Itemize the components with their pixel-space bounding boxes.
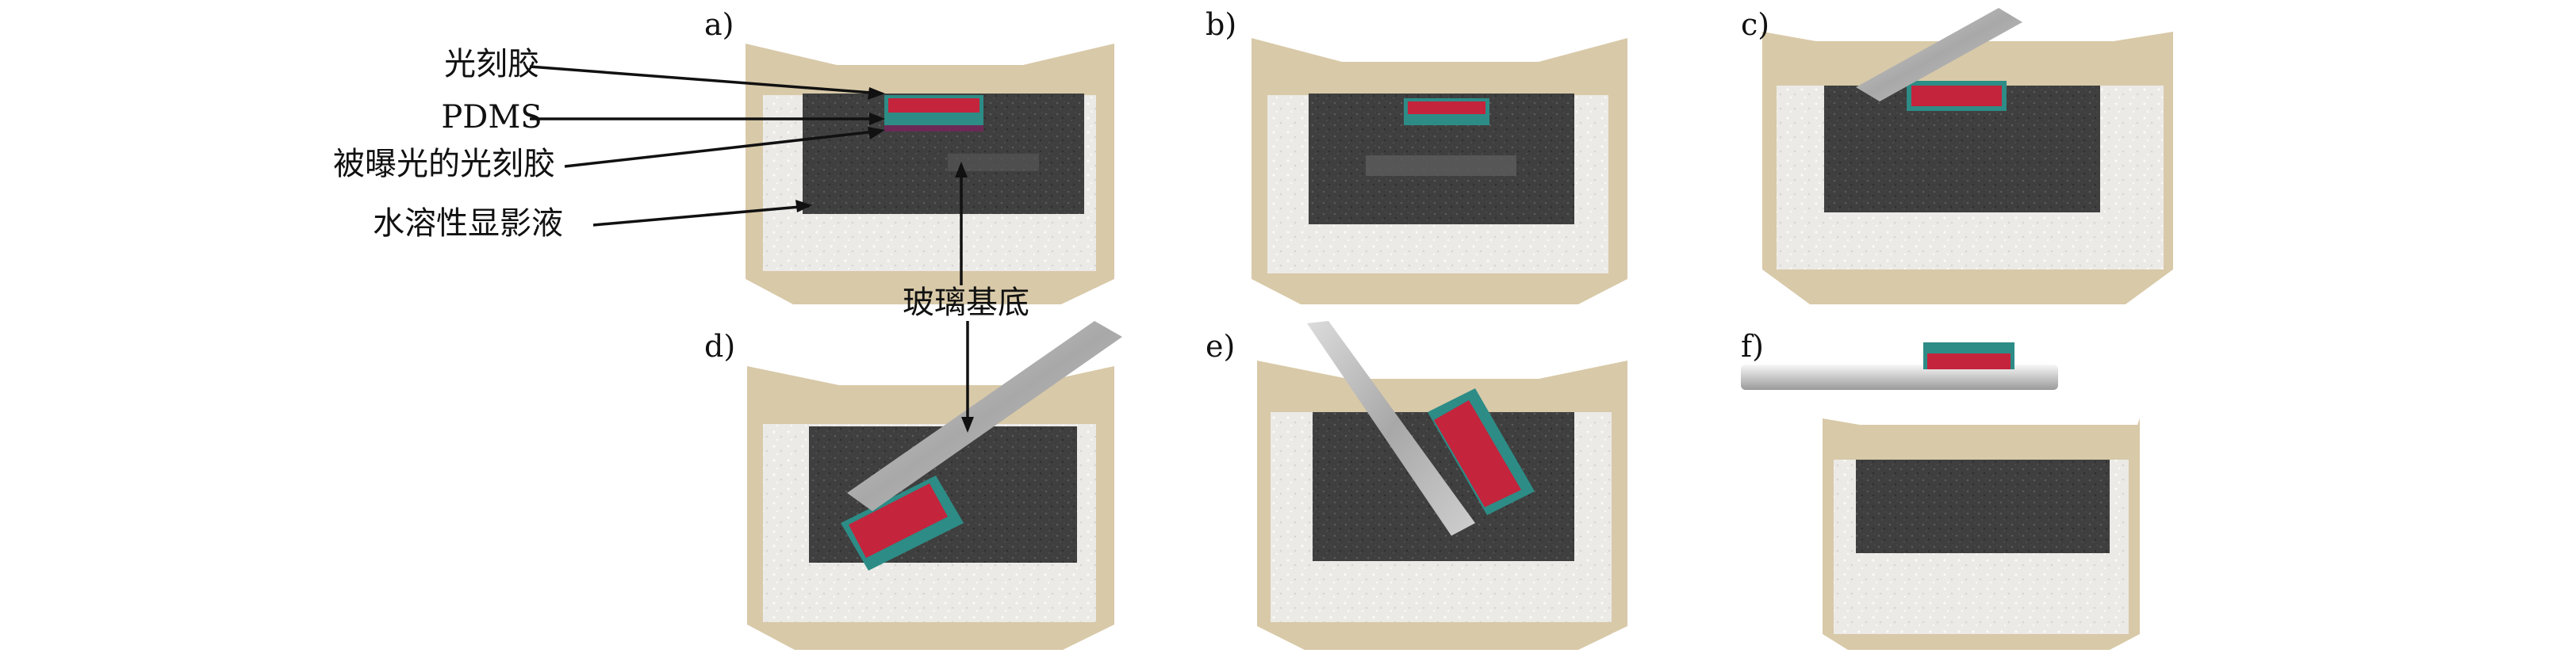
photoresist-layer — [888, 98, 979, 113]
panel-label-e: e) — [1206, 329, 1235, 364]
label-pdms: PDMS — [441, 99, 542, 136]
panel-f: f) — [1741, 329, 2140, 650]
panel-label-a: a) — [704, 7, 734, 42]
label-photoresist: 光刻胶 — [444, 46, 539, 82]
glass-substrate — [1741, 365, 2058, 390]
glass-rod — [1856, 8, 2022, 101]
label-exposed-photoresist: 被曝光的光刻胶 — [333, 146, 555, 182]
arrow-photoresist — [529, 65, 883, 95]
panel-d: d) — [698, 321, 1122, 654]
glass-rod — [847, 321, 1122, 511]
arrow-developer — [592, 204, 810, 227]
panel-label-c: c) — [1741, 7, 1769, 42]
panel-c: c) — [1741, 0, 2209, 321]
photoresist-layer — [1408, 101, 1485, 114]
label-glass-substrate: 玻璃基底 — [903, 285, 1029, 321]
glass-rod — [1307, 321, 1475, 536]
panel-label-b: b) — [1206, 7, 1236, 42]
label-developer: 水溶性显影液 — [373, 205, 563, 242]
arrow-exposed-photoresist — [564, 129, 883, 168]
photoresist-layer — [1434, 400, 1521, 507]
photoresist-layer — [1911, 86, 2002, 106]
exposed-photoresist-layer — [884, 125, 983, 132]
photoresist-layer — [1927, 353, 2011, 369]
glass-substrate — [1856, 460, 2110, 553]
panel-a: a) — [698, 0, 1114, 321]
photoresist-layer — [849, 483, 948, 558]
callouts: 光刻胶 PDMS 被曝光的光刻胶 水溶性显影液 玻璃基底 — [333, 46, 1029, 433]
panel-e: e) — [1204, 321, 1628, 654]
panel-label-d: d) — [704, 329, 735, 364]
panel-label-f: f) — [1741, 329, 1764, 364]
panel-b: b) — [1206, 7, 1627, 304]
